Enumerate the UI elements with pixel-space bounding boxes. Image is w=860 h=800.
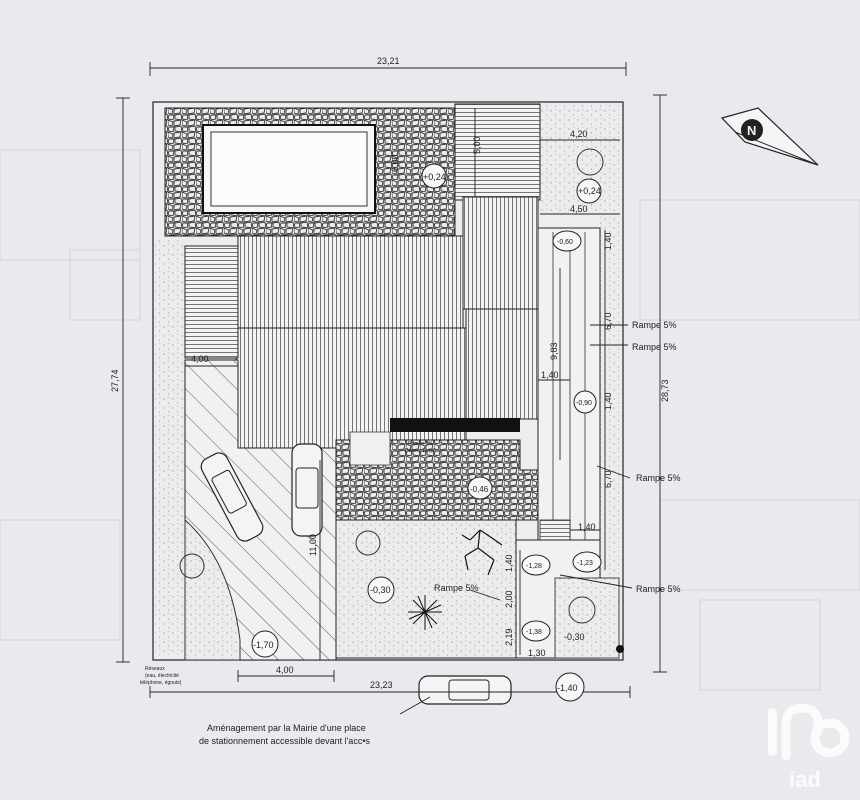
car-street — [418, 675, 512, 705]
entry-planting — [184, 518, 241, 661]
dim-parking-depth: 11,00 — [308, 534, 318, 556]
note-line-2: de stationnement accessible devant l'acc… — [199, 736, 370, 746]
left-planting-strip — [155, 240, 185, 655]
dim-landing-e: 1,40 — [504, 554, 514, 572]
ramp-label-2: Rampe 5% — [632, 342, 677, 352]
dimension-lines — [116, 62, 667, 715]
dim-ramp-b: 6,70 — [603, 470, 613, 488]
dim-landing-c: 1,40 — [603, 232, 613, 250]
terrace-black-band — [390, 418, 520, 432]
small-ramp — [349, 431, 391, 466]
south-lawn — [335, 519, 517, 659]
car-straight — [291, 443, 323, 537]
tree-southeast — [568, 596, 596, 624]
level-rockery: -0,46 — [470, 485, 489, 494]
networks-detail-2: téléphone, égouts) — [140, 680, 182, 686]
level-ramp-top: -0,60 — [557, 239, 573, 246]
tree-northeast — [576, 148, 604, 176]
iad-logo: iad — [768, 703, 850, 792]
car-angled — [200, 452, 264, 542]
west-stairs — [184, 245, 239, 359]
dim-landing-d: 1,40 — [603, 392, 613, 410]
tree-lawn — [355, 530, 381, 556]
north-stairs — [454, 103, 541, 201]
dim-left-height: 27,74 — [110, 369, 120, 392]
networks-detail-1: (eau, électricité — [145, 673, 179, 679]
dim-pool-side: 6,00 — [390, 154, 400, 172]
house-roof-north — [237, 235, 464, 329]
level-pool-terrace: +0,24 — [423, 172, 446, 182]
dim-garden-top: 4,20 — [570, 129, 588, 139]
dim-stair-length: 5,00 — [472, 136, 482, 154]
dim-garden-bottom: 4,50 — [570, 204, 588, 214]
dim-top-width: 23,21 — [377, 56, 400, 66]
background-ghost — [0, 149, 860, 691]
tree-entry — [179, 553, 205, 579]
level-lawn: -0,30 — [370, 585, 391, 595]
pool-basin — [210, 131, 368, 207]
dim-bottom-width: 23,23 — [370, 680, 393, 690]
utility-point — [616, 645, 624, 653]
dim-entry-width: 4,00 — [276, 665, 294, 675]
dim-parking-width: 4,00 — [191, 354, 209, 364]
ornamental-tree — [461, 529, 503, 576]
level-ramp-low-b: -1,23 — [577, 560, 593, 567]
dim-bottom-landing: 1,30 — [528, 648, 546, 658]
dim-right-height: 28,73 — [660, 379, 670, 402]
level-ramp-mid: -0,90 — [576, 400, 592, 407]
palm-shrub — [408, 595, 442, 630]
small-ramp-label: Rampe 5% — [408, 441, 433, 447]
ramp-label-5: Rampe 5% — [434, 583, 479, 593]
garden-southeast — [554, 577, 620, 659]
level-garden-ne: +0,24 — [578, 186, 601, 196]
north-compass: N — [720, 107, 819, 166]
dim-ramp-a: 6,70 — [603, 312, 613, 330]
level-ramp-low-a: -1,28 — [526, 563, 542, 570]
level-entry: -1,70 — [253, 640, 274, 650]
level-corner-se: -0,30 — [564, 632, 585, 642]
dim-step-b: 2,19 — [504, 628, 514, 646]
ramp-label-3: Rampe 5% — [636, 473, 681, 483]
dim-landing-b: 1,40 — [578, 522, 596, 532]
level-street: -1,40 — [557, 683, 578, 693]
house-wing-roof-south — [465, 308, 539, 420]
dim-step-a: 2,00 — [504, 590, 514, 608]
note-line-1: Aménagement par la Mairie d'une place — [207, 723, 366, 733]
ramp-label-4: Rampe 5% — [636, 584, 681, 594]
dim-ramp-main: 9,83 — [549, 342, 559, 360]
house-wing-roof — [462, 196, 539, 310]
dim-landing-a: 1,40 — [541, 370, 559, 380]
compass-label: N — [747, 123, 756, 138]
level-ramp-low-c: -1,38 — [526, 629, 542, 636]
level-markers — [251, 163, 602, 702]
networks-label: Réseaux — [145, 666, 165, 672]
small-ramp-devers: Devers 11 (pl) — [405, 448, 436, 454]
ramp-label-1: Rampe 5% — [632, 320, 677, 330]
iad-brand-text: iad — [789, 767, 821, 792]
